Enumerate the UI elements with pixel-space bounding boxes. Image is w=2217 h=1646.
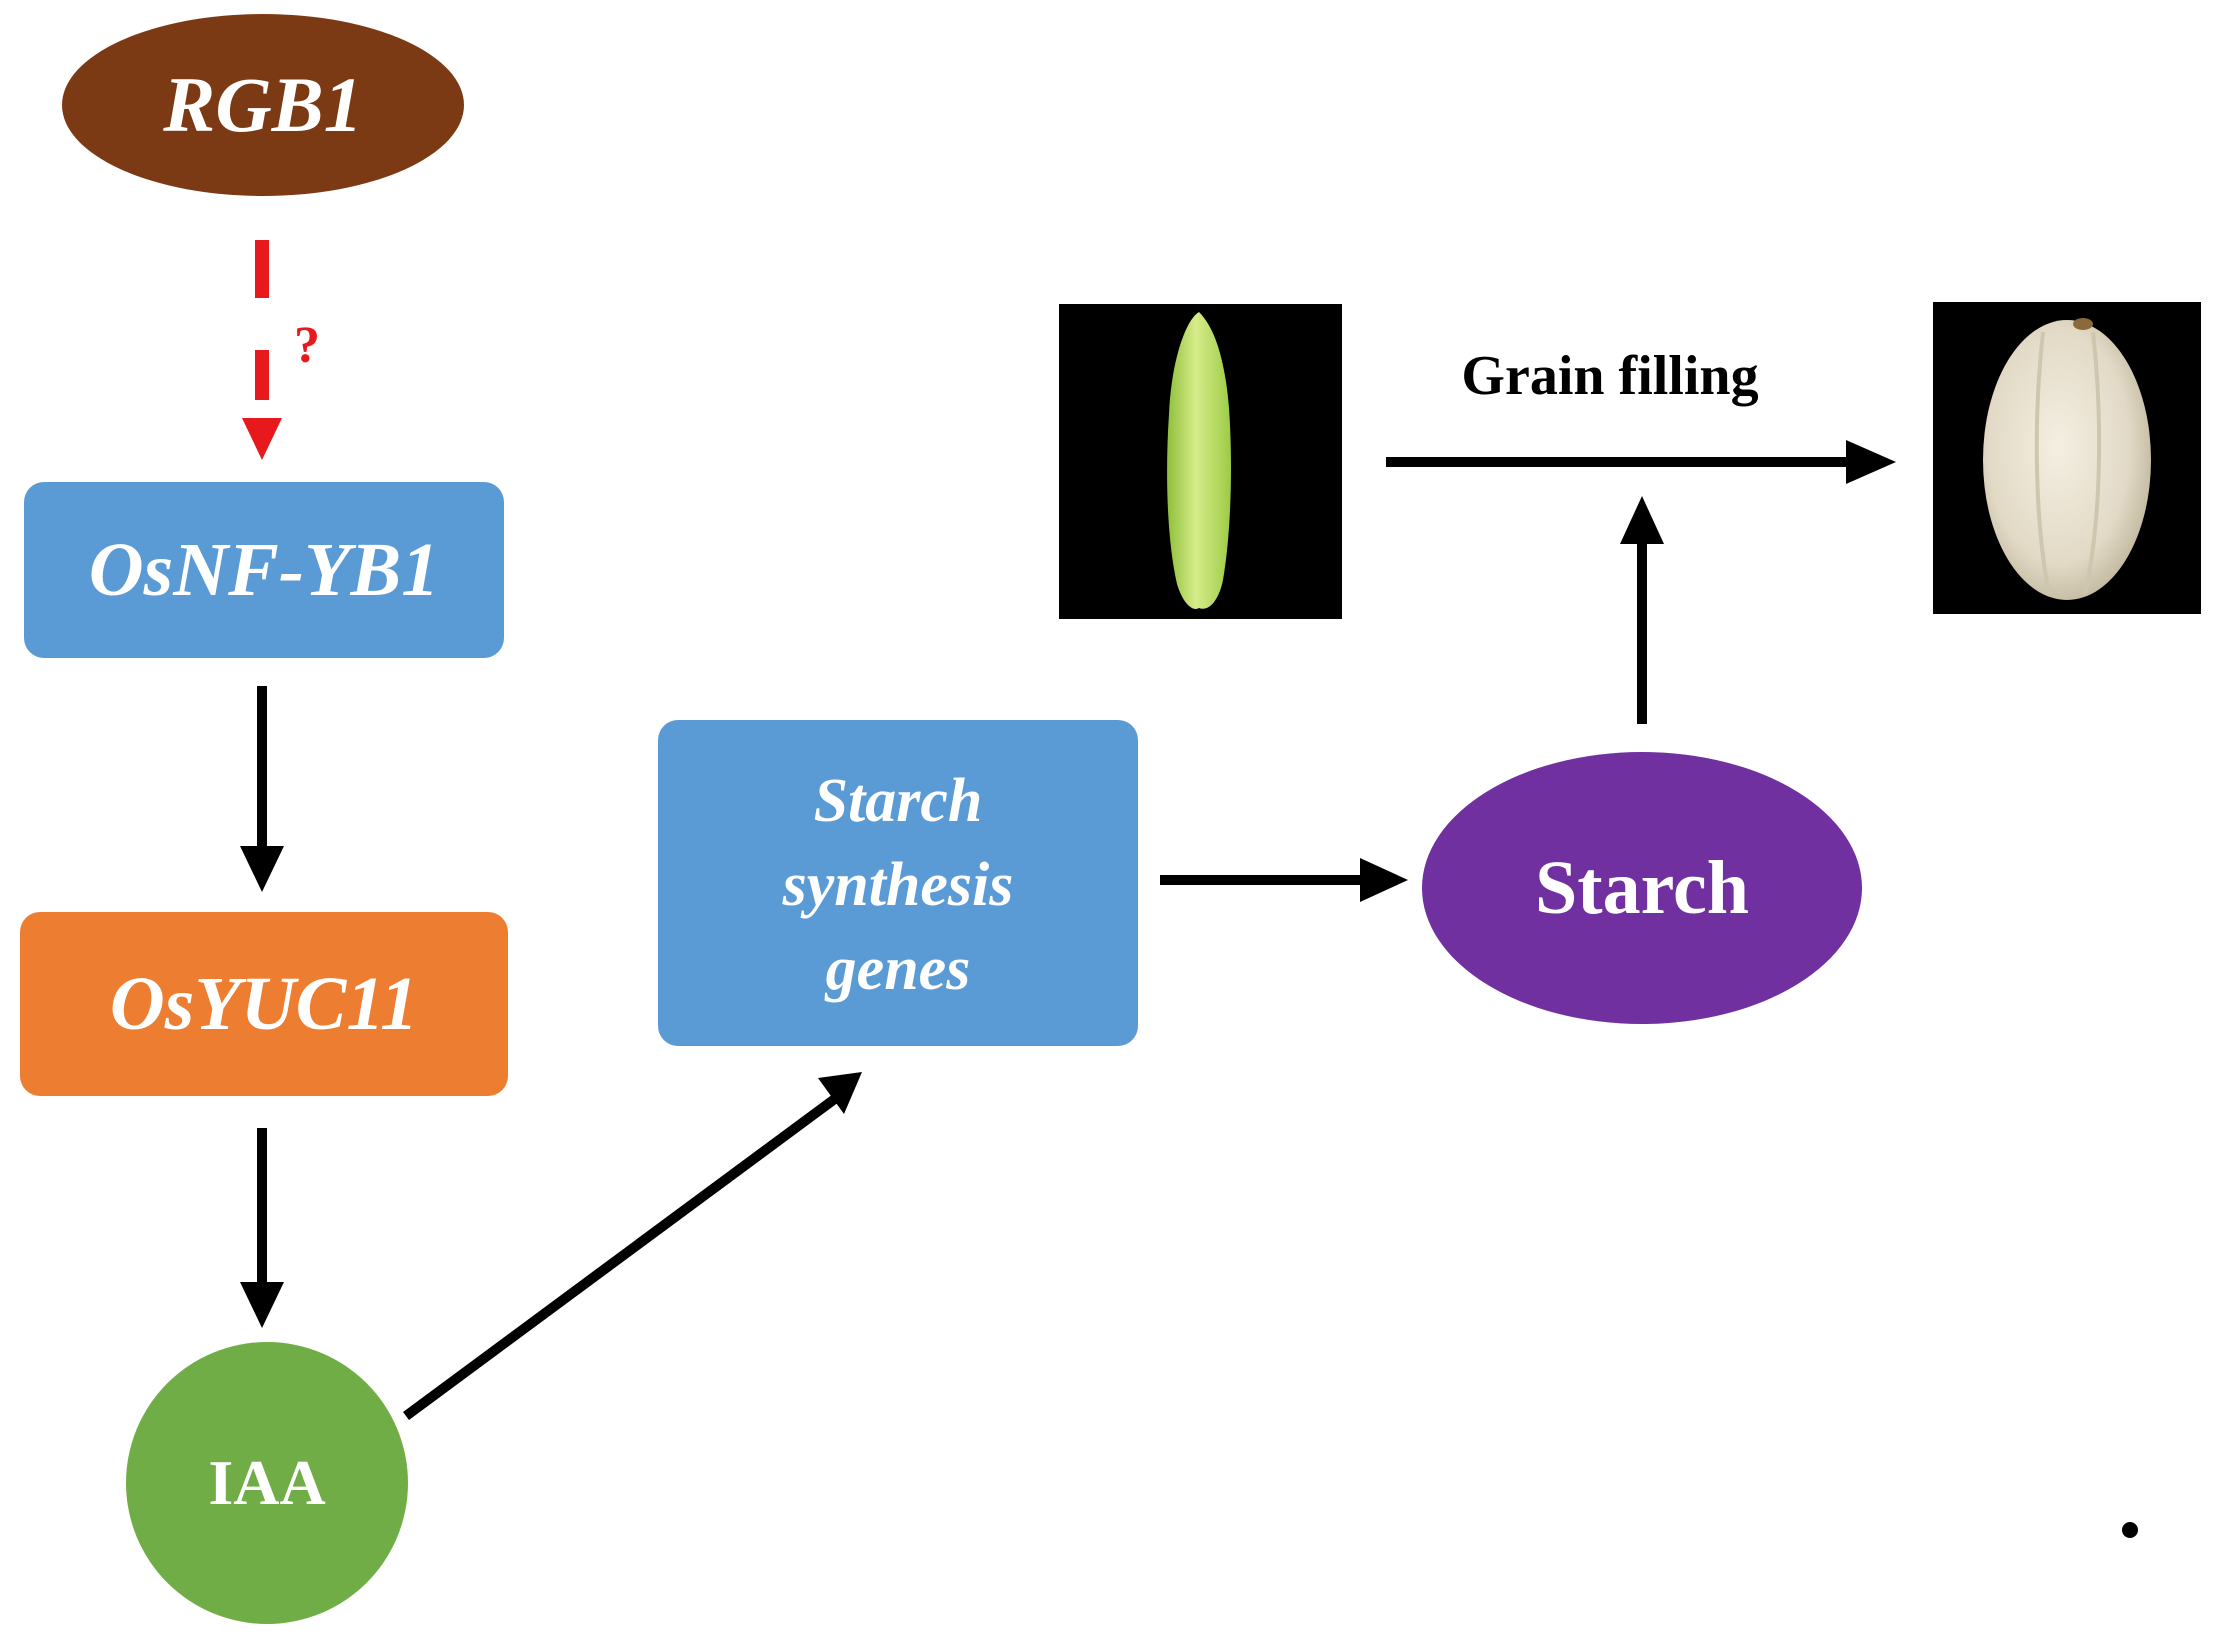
arrow-osyuc-to-iaa — [240, 1128, 284, 1328]
arrow-iaa-to-genes — [403, 1072, 862, 1421]
starch-node: Starch — [1422, 752, 1862, 1024]
ssg-label-line1: Starch — [813, 767, 983, 835]
white-rice-grain-icon — [1983, 318, 2151, 600]
green-rice-grain-icon — [1167, 312, 1231, 609]
grain-filling-arrow — [1386, 440, 1896, 484]
osyuc11-label: OsYUC11 — [109, 961, 419, 1046]
arrow-genes-to-starch — [1160, 858, 1408, 902]
immature-grain-photo — [1059, 304, 1342, 619]
rgb1-node: RGB1 — [62, 14, 464, 196]
arrow-starch-to-filling — [1620, 496, 1664, 724]
osnf-yb1-node: OsNF-YB1 — [24, 482, 504, 658]
ssg-label-line3: genes — [825, 935, 971, 1003]
stray-dot — [2122, 1522, 2138, 1538]
starch-label: Starch — [1535, 845, 1749, 930]
grain-filling-label: Grain filling — [1461, 345, 1759, 407]
arrow-osnf-to-osyuc — [240, 686, 284, 892]
ssg-label-line2: synthesis — [782, 851, 1014, 919]
iaa-node: IAA — [126, 1342, 408, 1624]
mature-grain-photo — [1933, 302, 2201, 614]
question-mark: ? — [294, 317, 320, 374]
osyuc11-node: OsYUC11 — [20, 912, 508, 1096]
rgb1-label: RGB1 — [163, 61, 363, 148]
iaa-label: IAA — [208, 1447, 326, 1518]
starch-synthesis-genes-node: Starch synthesis genes — [658, 720, 1138, 1046]
uncertain-regulation-arrow — [242, 240, 282, 460]
osnf-yb1-label: OsNF-YB1 — [88, 527, 440, 612]
